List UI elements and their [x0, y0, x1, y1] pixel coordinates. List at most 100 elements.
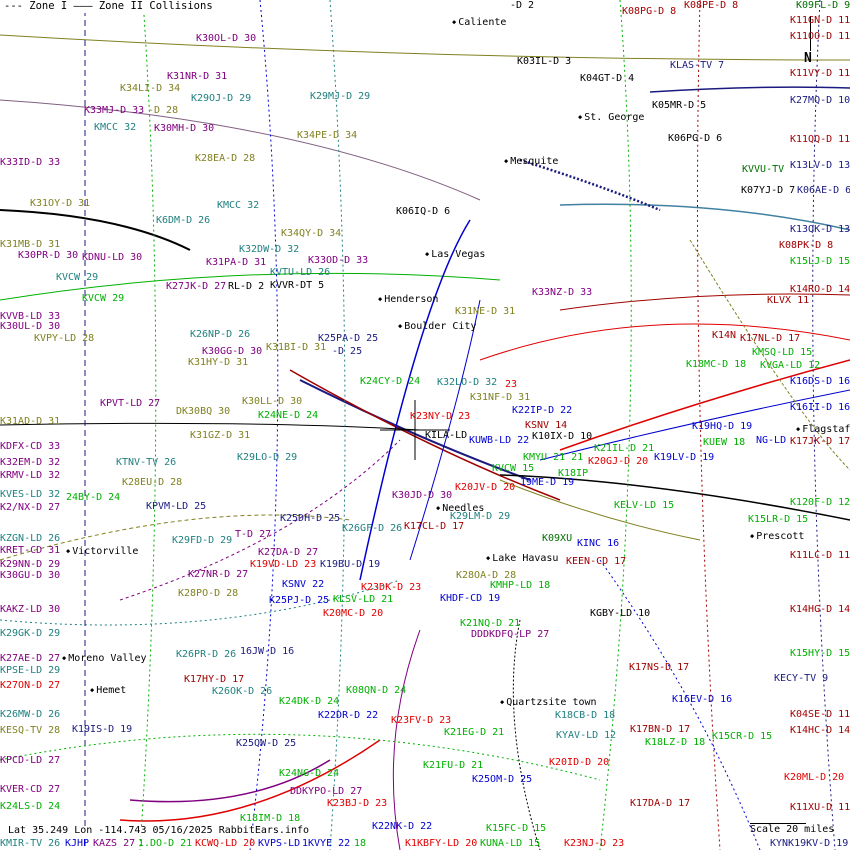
station-label[interactable]: K34LI-D 34 [120, 83, 181, 94]
station-label[interactable]: K25QW-D 25 [236, 738, 297, 749]
station-label[interactable]: K09XU [542, 533, 573, 544]
station-label[interactable]: K18CB-D 18 [555, 710, 616, 721]
station-label[interactable]: K15FC-D 15 [486, 823, 547, 834]
station-label[interactable]: K11XU-D 11 [790, 802, 850, 813]
station-label[interactable]: K27JK-D 27 [166, 281, 227, 292]
station-label[interactable]: KMYU 21 21 [523, 452, 584, 463]
station-label[interactable]: K31BI-D 31 [266, 342, 327, 353]
station-label[interactable]: KVTU-LD 26 [270, 267, 331, 278]
station-label[interactable]: K21IL-D 21 [594, 443, 655, 454]
station-label[interactable]: KVVR-DT 5 [270, 280, 325, 291]
station-label[interactable]: DDKYPO-LD 27 [290, 786, 363, 797]
station-label[interactable]: K17DA-D 17 [630, 798, 691, 809]
station-label[interactable]: K11GN-D 11 [790, 15, 850, 26]
station-label[interactable]: K25OM-D 25 [472, 774, 533, 785]
station-label[interactable]: K08PK-D 8 [779, 240, 834, 251]
station-label[interactable]: K17BN-D 17 [630, 724, 691, 735]
station-label[interactable]: -D 28 [148, 105, 179, 116]
station-label[interactable]: K33NZ-D 33 [532, 287, 593, 298]
station-label[interactable]: K22IP-D 22 [512, 405, 573, 416]
station-label[interactable]: K31MB-D 31 [0, 239, 61, 250]
station-label[interactable]: K25DH-D 25 [280, 513, 341, 524]
station-label[interactable]: K19VD-LD 23 [250, 559, 317, 570]
station-label[interactable]: K11VY-D 11 [790, 68, 850, 79]
station-label[interactable]: KECY-TV 9 [774, 673, 829, 684]
station-label[interactable]: 19ME-D 19 [520, 477, 575, 488]
station-label[interactable]: DK30BQ 30 [176, 406, 231, 417]
station-label[interactable]: K11LC-D 11 [790, 550, 850, 561]
station-label[interactable]: K22DR-D 22 [318, 710, 379, 721]
station-label[interactable]: KPVM-LD 25 [146, 501, 207, 512]
station-label[interactable]: 1KVYE 22 [302, 838, 351, 849]
station-label[interactable]: KHDF-CD 19 [440, 593, 501, 604]
station-label[interactable]: K29NN-D 29 [0, 559, 61, 570]
station-label[interactable]: K31PA-D 31 [206, 257, 267, 268]
station-label[interactable]: K26OK-D 26 [212, 686, 273, 697]
station-label[interactable]: KTNV-TV 26 [116, 457, 177, 468]
station-label[interactable]: K31NE-D 31 [455, 306, 516, 317]
station-label[interactable]: K14HC-D 14 [790, 725, 850, 736]
station-label[interactable]: K34QY-D 34 [281, 228, 342, 239]
station-label[interactable]: KSNV 14 [525, 420, 568, 431]
station-label[interactable]: K29GK-D 29 [0, 628, 61, 639]
station-label[interactable]: K24NE-D 24 [258, 410, 319, 421]
station-label[interactable]: K16DS-D 16 [790, 376, 850, 387]
station-label[interactable]: K19BU-D 19 [320, 559, 381, 570]
station-label[interactable]: K2/NX-D 27 [0, 502, 61, 513]
station-label[interactable]: KMIR-TV 26 [0, 838, 61, 849]
station-label[interactable]: K31HY-D 31 [188, 357, 249, 368]
station-label[interactable]: KINC 16 [577, 538, 620, 549]
station-label[interactable]: KMCC 32 [217, 200, 260, 211]
station-label[interactable]: K20MC-D 20 [323, 608, 384, 619]
station-label[interactable]: 18 [354, 838, 367, 849]
station-label[interactable]: K15HY-D 15 [790, 648, 850, 659]
station-label[interactable]: K25PA-D 25 [318, 333, 379, 344]
station-label[interactable]: K24LS-D 24 [0, 801, 61, 812]
station-label[interactable]: KDNU-LD 30 [82, 252, 143, 263]
station-label[interactable]: K33OD-D 33 [308, 255, 369, 266]
station-label[interactable]: K19HQ-D 19 [692, 421, 753, 432]
station-label[interactable]: K31OY-D 31 [30, 198, 91, 209]
station-label[interactable]: K05MR-D 5 [652, 100, 707, 111]
station-label[interactable]: KUEW 18 [703, 437, 746, 448]
station-label[interactable]: K27ON-D 27 [0, 680, 61, 691]
station-label[interactable]: KESQ-TV 28 [0, 725, 61, 736]
station-label[interactable]: KVCW 15 [492, 463, 535, 474]
station-label[interactable]: K23FV-D 23 [391, 715, 452, 726]
station-label[interactable]: K29LM-D 29 [450, 511, 511, 522]
station-label[interactable]: KYAV-LD 12 [556, 730, 617, 741]
station-label[interactable]: K09FL-D 9 [796, 0, 850, 11]
station-label[interactable]: K06IQ-D 6 [396, 206, 451, 217]
station-label[interactable]: K15CR-D 15 [712, 731, 773, 742]
station-label[interactable]: K13LV-D 13 [790, 160, 850, 171]
station-label[interactable]: K08PE-D 8 [684, 0, 739, 11]
station-label[interactable]: K13QK-D 13 [790, 224, 850, 235]
station-label[interactable]: KUNA-LD 15 [480, 838, 541, 849]
station-label[interactable]: KPSE-LD 29 [0, 665, 61, 676]
station-label[interactable]: K30LL-D 30 [242, 396, 303, 407]
station-label[interactable]: KEEN-CD 17 [566, 556, 627, 567]
station-label[interactable]: K30JD-D 30 [392, 490, 453, 501]
station-label[interactable]: KVES-LD 32 [0, 489, 61, 500]
station-label[interactable]: K23DK-D 23 [361, 582, 422, 593]
station-label[interactable]: 24BY-D 24 [66, 492, 121, 503]
station-label[interactable]: KLAS-TV 7 [670, 60, 725, 71]
station-label[interactable]: KVVB-LD 33 [0, 311, 61, 322]
station-label[interactable]: K06AE-D 6 [797, 185, 850, 196]
station-label[interactable]: KCWQ-LD 20 [195, 838, 256, 849]
station-label[interactable]: K22NK-D 22 [372, 821, 433, 832]
station-label[interactable]: KVPY-LD 28 [34, 333, 95, 344]
station-label[interactable]: K29LO-D 29 [237, 452, 298, 463]
station-label[interactable]: NG-LD [756, 435, 787, 446]
station-label[interactable]: K24DK-D 24 [279, 696, 340, 707]
station-label[interactable]: KMCC 32 [94, 122, 137, 133]
station-label[interactable]: K06PG-D 6 [668, 133, 723, 144]
station-label[interactable]: K31NF-D 31 [470, 392, 531, 403]
station-label[interactable]: K20JV-D 20 [455, 482, 516, 493]
station-label[interactable]: K26NP-D 26 [190, 329, 251, 340]
station-label[interactable]: KLSV-LD 21 [333, 594, 394, 605]
station-label[interactable]: K33ID-D 33 [0, 157, 61, 168]
station-label[interactable]: K21NQ-D 21 [460, 618, 521, 629]
station-label[interactable]: KAZS 27 [93, 838, 136, 849]
station-label[interactable]: K19LV-D 19 [654, 452, 715, 463]
